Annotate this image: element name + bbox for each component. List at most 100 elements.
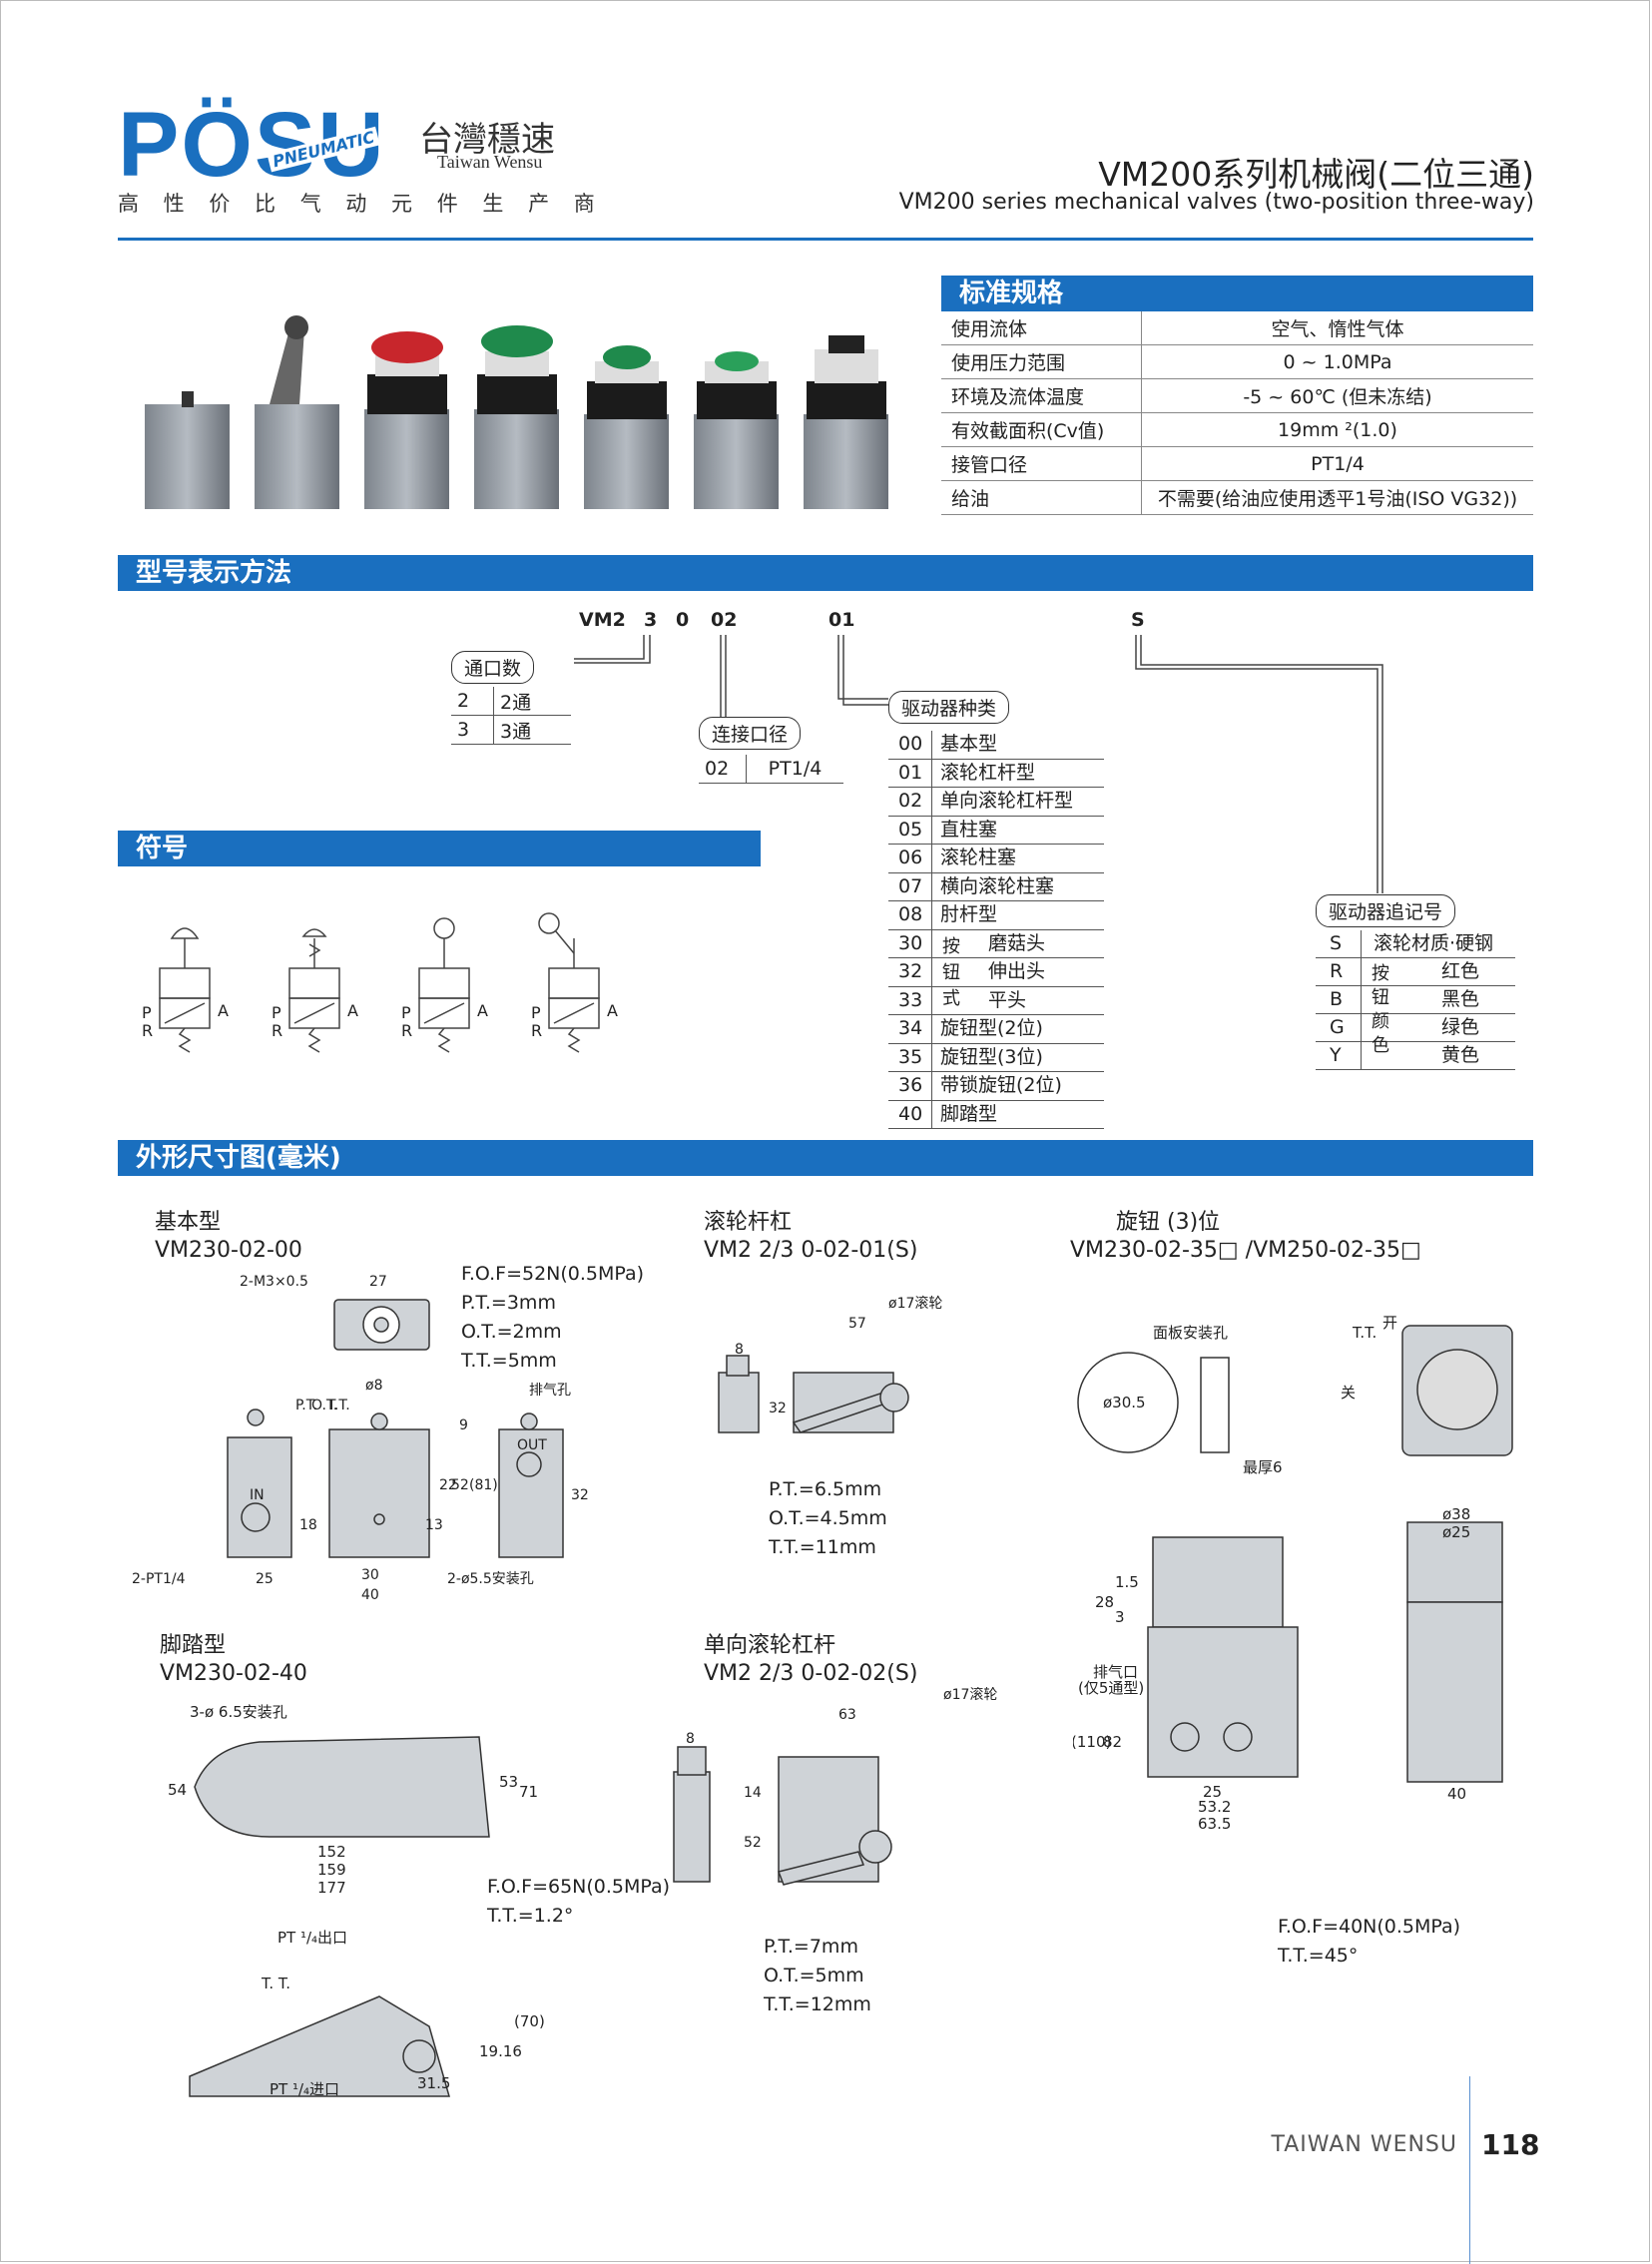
conn-code: 02 xyxy=(699,755,747,784)
symbol-shape xyxy=(159,967,211,999)
conn-desc: PT1/4 xyxy=(746,755,843,784)
symbol-shape xyxy=(164,1002,206,1024)
symbol-heading: 符号 xyxy=(118,831,761,866)
actuator-desc: 基本型 xyxy=(940,733,998,755)
dim-o25: ø25 xyxy=(1442,1523,1470,1541)
dim-54: 54 xyxy=(168,1781,187,1799)
oneway-tt: T.T.=12mm xyxy=(764,1993,871,2015)
ports-desc: 3通 xyxy=(493,715,571,745)
dim-40k: 40 xyxy=(1447,1785,1466,1803)
dim-1-5: 1.5 xyxy=(1115,1573,1139,1591)
knob-model: VM230-02-35□ /VM250-02-35□ xyxy=(1070,1238,1421,1263)
label-pt-out: PT ¹/₄出口 xyxy=(277,1929,347,1947)
basic-tt: T.T.=5mm xyxy=(461,1350,557,1372)
symbol-shape xyxy=(301,928,327,957)
suffix-desc: 黑色 xyxy=(1441,988,1480,1010)
suffix-code: B xyxy=(1316,986,1362,1013)
actuator-code: 40 xyxy=(888,1100,932,1128)
dim-thick6: 最厚6 xyxy=(1243,1458,1283,1476)
symbol-shape xyxy=(170,927,200,939)
spec-row: 使用流体空气、惰性气体 xyxy=(941,311,1533,345)
spec-value: 19mm ²(1.0) xyxy=(1141,412,1533,447)
roller-ot: O.T.=4.5mm xyxy=(769,1507,887,1529)
label-ot: O.T. xyxy=(311,1398,337,1414)
spec-key: 给油 xyxy=(941,480,1142,515)
dim-o17: ø17滚轮 xyxy=(888,1295,942,1312)
actuator-desc: 磨菇头 xyxy=(988,931,1046,954)
label-pt-in: PT ¹/₄进口 xyxy=(270,2080,339,2098)
symbol-shape xyxy=(548,967,600,999)
foot-drawing: 3-ø 6.5安装孔 54 53 71 152 159 177 PT ¹/₄出口… xyxy=(168,1703,545,2098)
dim-2m3: 2-M3×0.5 xyxy=(240,1274,308,1290)
roller-pt: P.T.=6.5mm xyxy=(769,1478,882,1500)
actuator-code: 32 xyxy=(888,958,932,986)
actuator-code: 05 xyxy=(888,816,932,844)
dim-3: 3 xyxy=(1115,1608,1125,1626)
port-label: P xyxy=(401,1003,411,1022)
dim-30: 30 xyxy=(361,1567,379,1583)
port-label: P xyxy=(142,1003,152,1022)
code-vm2: VM2 xyxy=(579,609,626,631)
port-label: P xyxy=(531,1003,541,1022)
dim-o30: ø30.5 xyxy=(1103,1394,1146,1412)
symbol-shape xyxy=(437,1027,451,1053)
spec-row: 有效截面积(Cv值)19mm ²(1.0) xyxy=(941,412,1533,447)
symbol-shape xyxy=(554,929,575,954)
knob-tt: T.T.=45° xyxy=(1278,1945,1359,1967)
logo: PÖSU PNEUMATIC xyxy=(118,99,417,191)
code-ports: 3 xyxy=(644,609,658,631)
dim-159: 159 xyxy=(317,1861,346,1879)
symbol-shape xyxy=(307,1027,321,1053)
label-panel-hole: 面板安装孔 xyxy=(1153,1324,1228,1342)
symbol-shape xyxy=(433,917,455,939)
spec-value: PT1/4 xyxy=(1141,446,1533,481)
actuator-desc: 伸出头 xyxy=(988,960,1046,982)
dim-mount: 2-ø5.5安装孔 xyxy=(447,1571,534,1587)
roller-title: 滚轮杆杠 xyxy=(704,1210,793,1235)
actuator-desc: 滚轮杠杆型 xyxy=(940,761,1036,784)
dim-mount-foot: 3-ø 6.5安装孔 xyxy=(190,1703,287,1721)
spec-key: 使用流体 xyxy=(941,311,1142,345)
actuator-label: 驱动器种类 xyxy=(888,691,1010,724)
basic-fof: F.O.F=52N(0.5MPa) xyxy=(461,1263,645,1285)
actuator-desc: 平头 xyxy=(988,988,1027,1011)
dim-o8: ø8 xyxy=(365,1378,382,1394)
product-red-button xyxy=(364,331,449,509)
suffix-row: B 黑色 xyxy=(1316,986,1515,1014)
actuator-code: 06 xyxy=(888,845,932,872)
product-roller xyxy=(255,315,339,509)
actuator-code: 07 xyxy=(888,872,932,900)
actuator-desc: 旋钮型(3位) xyxy=(940,1045,1043,1068)
port-label: R xyxy=(142,1021,153,1040)
dim-9: 9 xyxy=(459,1417,468,1433)
dim-53-2: 53.2 xyxy=(1198,1798,1231,1816)
suffix-code: S xyxy=(1316,930,1362,957)
page-subtitle: VM200 series mechanical valves (two-posi… xyxy=(898,190,1534,215)
actuator-desc: 脚踏型 xyxy=(940,1102,998,1125)
actuator-desc: 单向滚轮杠杆型 xyxy=(940,790,1074,812)
actuator-code: 35 xyxy=(888,1043,932,1071)
foot-specs: F.O.F=65N(0.5MPa) T.T.=1.2° xyxy=(487,1873,670,1931)
spec-key: 环境及流体温度 xyxy=(941,378,1142,413)
label-out: OUT xyxy=(517,1437,547,1453)
model-connectors xyxy=(574,635,1383,893)
actuator-code: 08 xyxy=(888,901,932,929)
label-tt-knob: T.T. xyxy=(1352,1324,1377,1342)
oneway-specs: P.T.=7mm O.T.=5mm T.T.=12mm xyxy=(764,1933,871,2019)
code-actuator: 01 xyxy=(828,609,855,631)
spec-value: -5 ~ 60℃ (但未冻结) xyxy=(1141,378,1533,413)
knob-drawing: 面板安装孔 ø30.5 最厚6 开 关 T.T. ø38 ø25 28 1.5 … xyxy=(1073,1314,1513,1833)
valve-symbol: PRA xyxy=(401,917,488,1053)
